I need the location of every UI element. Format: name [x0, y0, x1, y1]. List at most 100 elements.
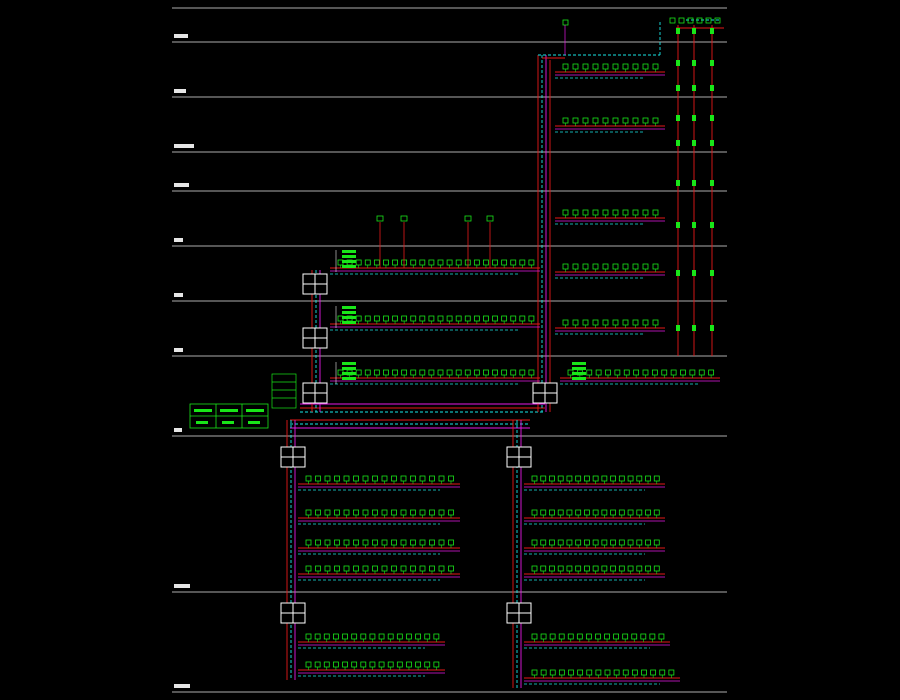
fire-device-icon [584, 509, 590, 516]
fire-device-icon [586, 669, 593, 676]
fire-device-icon [653, 475, 660, 482]
fire-device-icon [415, 661, 422, 668]
fire-device-icon [351, 633, 358, 640]
fire-device-icon [612, 319, 619, 326]
junction-box [302, 382, 328, 404]
right-vertical-risers [676, 19, 724, 356]
fire-device-icon [410, 565, 416, 572]
legend-cell-mark [194, 409, 212, 412]
fire-device-icon [592, 319, 599, 326]
fire-device-icon [622, 633, 629, 640]
fire-device-icon [314, 633, 321, 640]
top-device-cluster [562, 17, 721, 55]
vertical-drop [376, 215, 384, 268]
fire-device-icon [652, 319, 659, 326]
fire-device-icon [353, 565, 359, 572]
riser-device-icon [692, 60, 696, 66]
fire-device-icon [355, 315, 362, 322]
fire-device-icon [323, 633, 330, 640]
fire-device-icon [562, 263, 569, 270]
fire-device-icon [364, 315, 371, 322]
riser-device-icon [710, 222, 714, 228]
fire-device-icon [562, 319, 569, 326]
fire-device-icon [645, 475, 651, 482]
fire-device-icon [305, 633, 312, 640]
device-row-b2-left [298, 633, 445, 649]
fire-device-icon [464, 369, 471, 376]
fire-device-icon [584, 565, 590, 572]
device-row-floor-4-left [330, 259, 540, 275]
floor-label-mark [174, 293, 183, 297]
fire-device-icon [622, 669, 629, 676]
fire-device-icon [343, 509, 350, 516]
fire-device-icon [334, 509, 340, 516]
device-row-b1-left [298, 539, 460, 555]
fire-device-icon [636, 509, 643, 516]
fire-device-icon [410, 315, 417, 322]
device-row-right [555, 209, 665, 225]
device-row-b2-right [524, 669, 680, 685]
legend-table [189, 403, 269, 429]
fire-device-icon [549, 539, 555, 546]
device-row-b2-left [298, 661, 445, 677]
fire-device-icon [392, 369, 398, 376]
fire-device-icon [492, 259, 498, 266]
device-rows [298, 17, 721, 685]
fire-device-icon [315, 565, 321, 572]
fire-device-icon [528, 315, 535, 322]
fire-device-icon [595, 369, 602, 376]
fire-device-icon [592, 63, 599, 70]
fire-device-icon [605, 369, 611, 376]
fire-device-icon [540, 633, 547, 640]
fire-device-icon [623, 369, 630, 376]
fire-device-icon [324, 565, 331, 572]
device-row-right [555, 319, 665, 335]
fire-device-icon [645, 509, 651, 516]
fire-device-icon [419, 509, 426, 516]
fire-device-icon [601, 565, 608, 572]
junction-box [302, 273, 328, 295]
legend-cell-mark [196, 421, 208, 424]
fire-device-icon [334, 539, 340, 546]
fire-device-icon [391, 565, 397, 572]
fire-device-icon [653, 565, 660, 572]
fire-device-icon [372, 539, 378, 546]
fire-device-icon [419, 369, 426, 376]
fire-device-icon [528, 369, 535, 376]
fire-device-icon [592, 475, 599, 482]
fire-device-icon [632, 63, 639, 70]
fire-device-icon [642, 319, 649, 326]
fire-device-icon [586, 633, 592, 640]
fire-device-icon [642, 263, 649, 270]
module-stack [572, 362, 586, 380]
fire-device-icon [433, 633, 440, 640]
fire-device-icon [334, 565, 340, 572]
fire-device-icon [557, 539, 564, 546]
fire-device-icon [575, 475, 582, 482]
floor-label-mark [174, 183, 189, 187]
fire-device-icon [584, 539, 590, 546]
fire-device-icon [448, 475, 454, 482]
fire-device-icon [305, 661, 312, 668]
fire-device-icon [483, 315, 489, 322]
fire-device-icon [387, 661, 394, 668]
fire-device-icon [315, 475, 321, 482]
fire-device-icon [419, 539, 426, 546]
fire-device-icon [622, 117, 629, 124]
fire-device-icon [566, 509, 573, 516]
fire-device-icon [324, 509, 331, 516]
fire-device-icon [343, 475, 350, 482]
fire-device-icon [424, 633, 431, 640]
fire-device-icon [373, 259, 380, 266]
fire-device-icon [614, 369, 621, 376]
riser-device-icon [676, 270, 680, 276]
fire-device-icon [627, 539, 634, 546]
fire-device-icon [661, 369, 668, 376]
legend-cell-mark [220, 409, 238, 412]
fire-device-icon [610, 565, 616, 572]
fire-device-icon [437, 315, 444, 322]
fire-device-icon [438, 539, 445, 546]
fire-device-icon [355, 259, 362, 266]
fire-device-icon [642, 63, 649, 70]
fire-device-icon [419, 259, 426, 266]
